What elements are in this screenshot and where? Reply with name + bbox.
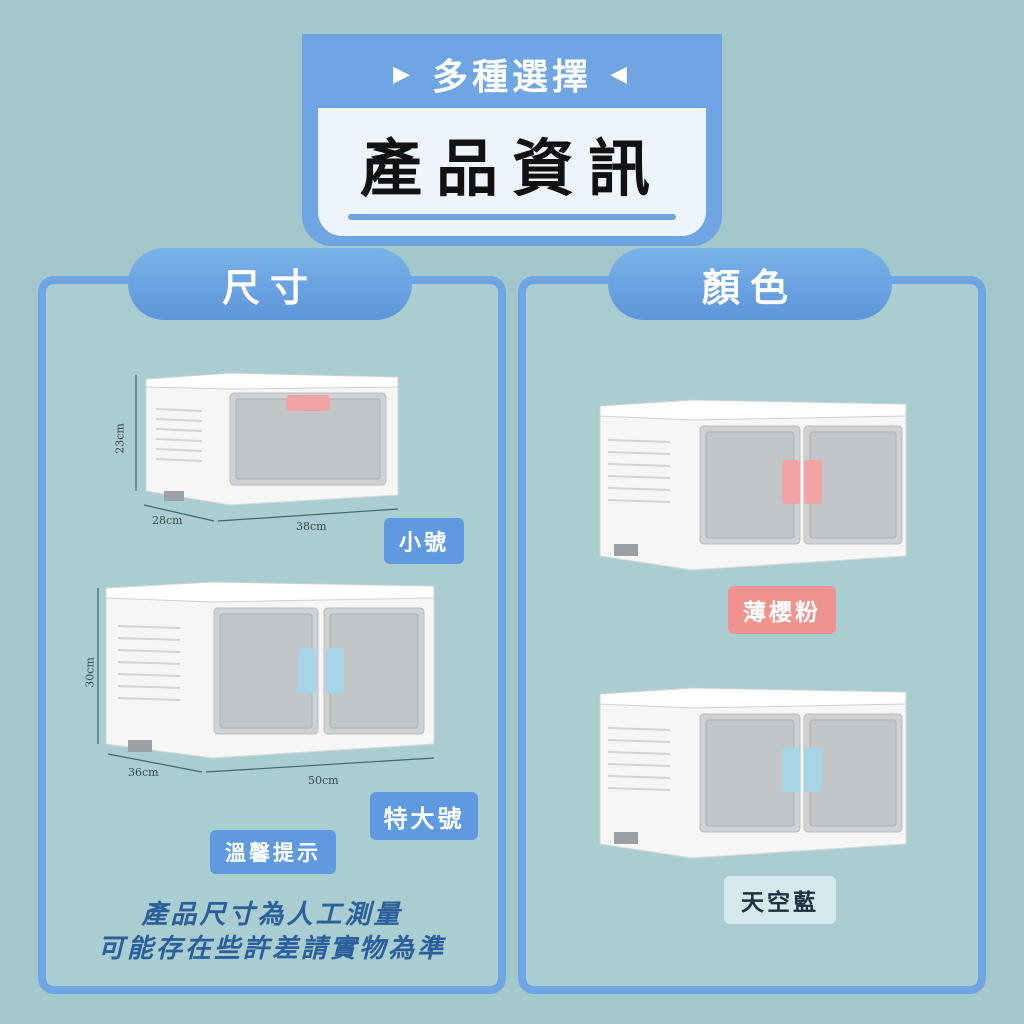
arrow-right-icon: ▶ bbox=[393, 61, 414, 87]
xl-depth-dim: 36cm bbox=[128, 766, 159, 779]
note-line-2: 可能存在些許差請實物為準 bbox=[97, 934, 446, 964]
small-width-dim: 38cm bbox=[296, 520, 327, 533]
small-box-image bbox=[135, 372, 399, 522]
blue-color-label: 天空藍 bbox=[724, 876, 836, 924]
header-underline bbox=[348, 214, 676, 220]
blue-box-image bbox=[599, 687, 907, 859]
note-line-1: 產品尺寸為人工測量 bbox=[141, 900, 403, 930]
xl-width-dim: 50cm bbox=[308, 774, 339, 787]
sizes-tab: 尺寸 bbox=[128, 248, 412, 320]
small-depth-dim: 28cm bbox=[152, 514, 183, 527]
header-subtitle: ▶ 多種選擇 ◀ bbox=[302, 44, 722, 104]
small-size-label: 小號 bbox=[384, 518, 464, 564]
page-title: 產品資訊 bbox=[359, 132, 664, 205]
tip-label: 溫馨提示 bbox=[210, 830, 336, 874]
xl-height-dim: 30cm bbox=[83, 657, 97, 688]
pink-box-image bbox=[599, 399, 907, 571]
xl-size-label: 特大號 bbox=[370, 792, 478, 840]
arrow-left-icon: ◀ bbox=[610, 61, 631, 87]
xl-box-image bbox=[97, 581, 435, 773]
colors-tab: 顏色 bbox=[608, 248, 892, 320]
pink-color-label: 薄櫻粉 bbox=[728, 586, 836, 634]
header-subtitle-text: 多種選擇 bbox=[431, 57, 592, 98]
small-height-dim: 23cm bbox=[113, 423, 127, 454]
